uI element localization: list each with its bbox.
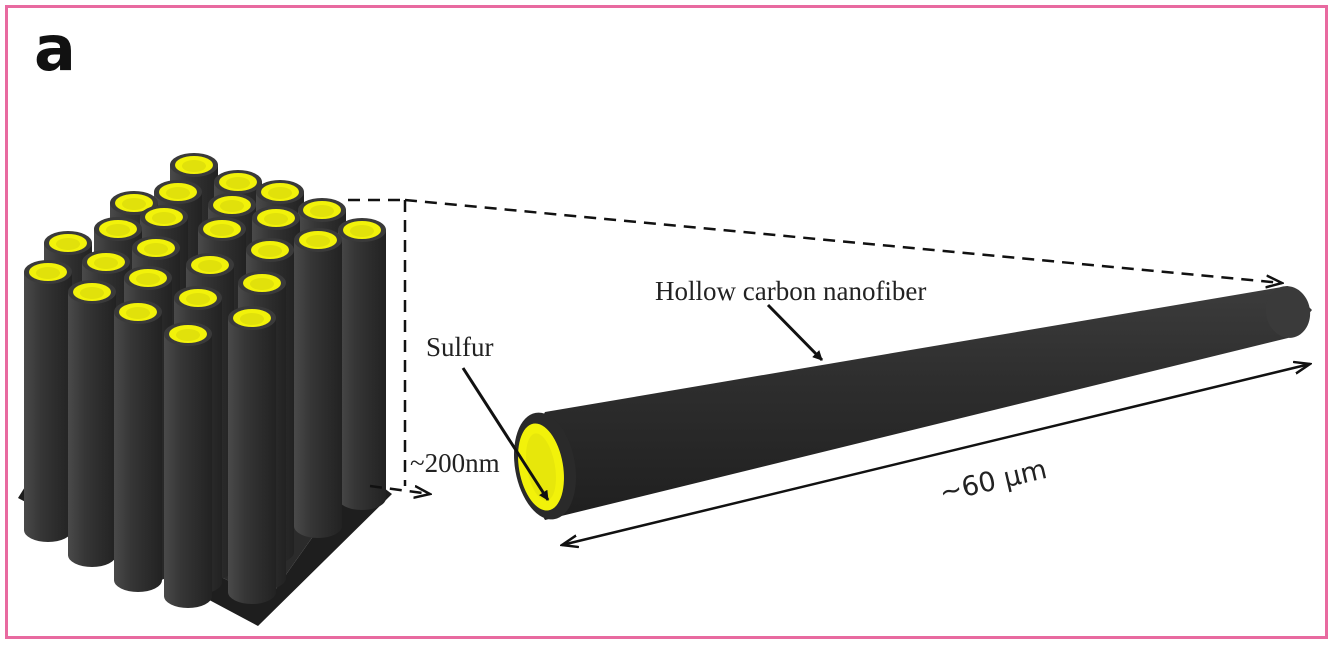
sulfur-label: Sulfur — [426, 332, 494, 362]
pillar — [228, 306, 276, 604]
hollow-fiber-label: Hollow carbon nanofiber — [655, 276, 926, 306]
diameter-label: ~200nm — [410, 448, 500, 478]
pillar — [68, 280, 116, 567]
length-label: ~60 μm — [937, 454, 1050, 509]
nanofiber-array — [24, 153, 386, 608]
pillar — [294, 228, 342, 538]
single-nanofiber — [514, 286, 1312, 520]
pillar — [164, 322, 212, 608]
panel-letter: a — [34, 12, 76, 85]
pillar — [114, 300, 162, 592]
pillar — [24, 260, 72, 542]
zoom-guides — [348, 198, 1282, 494]
length-arrow — [562, 364, 1310, 545]
pillar — [338, 218, 386, 510]
hollow-fiber-pointer — [766, 303, 824, 362]
sulfur-pointer — [461, 367, 550, 501]
